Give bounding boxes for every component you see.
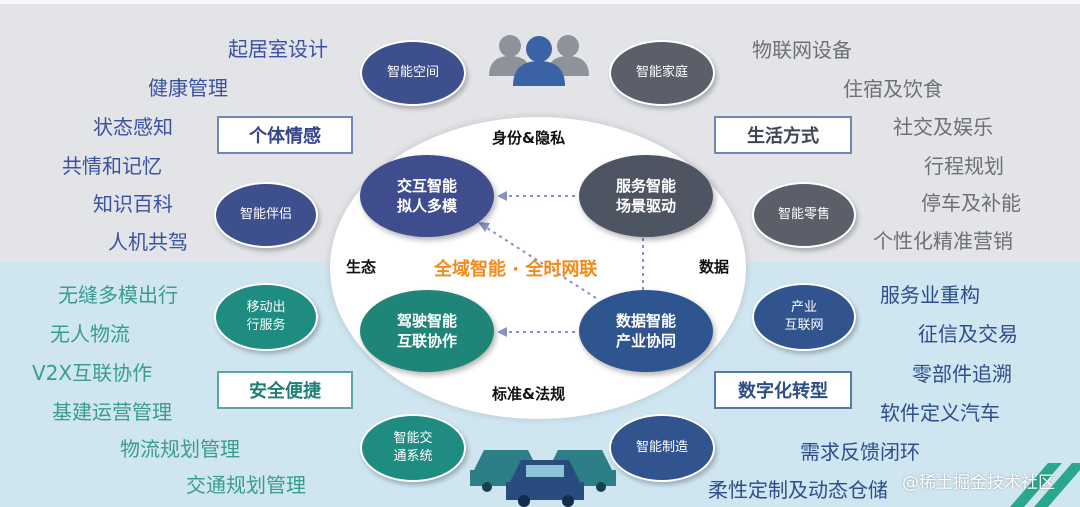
oval-smart-retail: 智能零售 [752,182,856,248]
edge-label-ecology: 生态 [346,258,377,276]
label-empathy-memory: 共情和记忆 [62,154,162,178]
label-lodging-dining: 住宿及饮食 [843,77,943,101]
label-feedback-loop: 需求反馈闭环 [800,440,920,464]
oval-smart-traffic: 智能交 通系统 [360,414,466,482]
category-individual-emotion: 个体情感 [217,116,353,154]
label-iot-device: 物联网设备 [752,38,852,62]
label-precise-marketing: 个性化精准营销 [873,229,1013,253]
oval-industrial-internet: 产业 互联网 [752,283,856,351]
label-living-room-design: 起居室设计 [228,37,328,61]
label-software-defined: 软件定义汽车 [880,401,1000,425]
center-title: 全域智能 · 全时网联 [434,259,598,280]
label-logistics-planning: 物流规划管理 [120,437,240,461]
label-knowledge: 知识百科 [93,192,173,216]
oval-smart-manufacturing: 智能制造 [609,414,715,482]
label-multimodal-travel: 无缝多模出行 [58,283,178,307]
label-parts-trace: 零部件追溯 [912,362,1012,386]
core-driving-intelligence: 驾驶智能 互联协作 [360,290,494,372]
edge-label-identity-privacy: 身份&隐私 [492,129,566,147]
label-health-management: 健康管理 [148,76,228,100]
label-social-entertainment: 社交及娱乐 [893,115,993,139]
watermark: @稀土掘金技术社区 [902,473,1055,493]
label-service-restructure: 服务业重构 [880,283,980,307]
top-border [0,0,1080,4]
label-parking-charging: 停车及补能 [921,191,1021,215]
label-state-perception: 状态感知 [93,115,173,139]
core-data-intelligence: 数据智能 产业协同 [579,290,713,372]
oval-smart-home: 智能家庭 [609,40,715,106]
label-credit-trade: 征信及交易 [918,322,1018,346]
label-co-driving: 人机共驾 [108,230,188,254]
label-traffic-planning: 交通规划管理 [186,473,306,497]
oval-smart-space: 智能空间 [360,40,466,106]
label-trip-planning: 行程规划 [924,154,1004,178]
oval-smart-companion: 智能伴侣 [214,182,318,248]
label-infrastructure: 基建运营管理 [52,400,172,424]
label-flexible-custom: 柔性定制及动态仓储 [708,478,888,502]
core-interaction-intelligence: 交互智能 拟人多模 [360,155,494,237]
oval-mobility-service: 移动出 行服务 [214,283,318,351]
label-v2x: V2X互联协作 [32,361,153,385]
category-lifestyle: 生活方式 [714,116,852,154]
core-service-intelligence: 服务智能 场景驱动 [579,155,713,237]
category-safety-convenience: 安全便捷 [217,371,353,409]
category-digital-transformation: 数字化转型 [714,371,852,409]
label-unmanned-logistics: 无人物流 [50,322,130,346]
edge-label-standards-regulations: 标准&法规 [492,385,566,403]
edge-label-data: 数据 [699,258,730,276]
